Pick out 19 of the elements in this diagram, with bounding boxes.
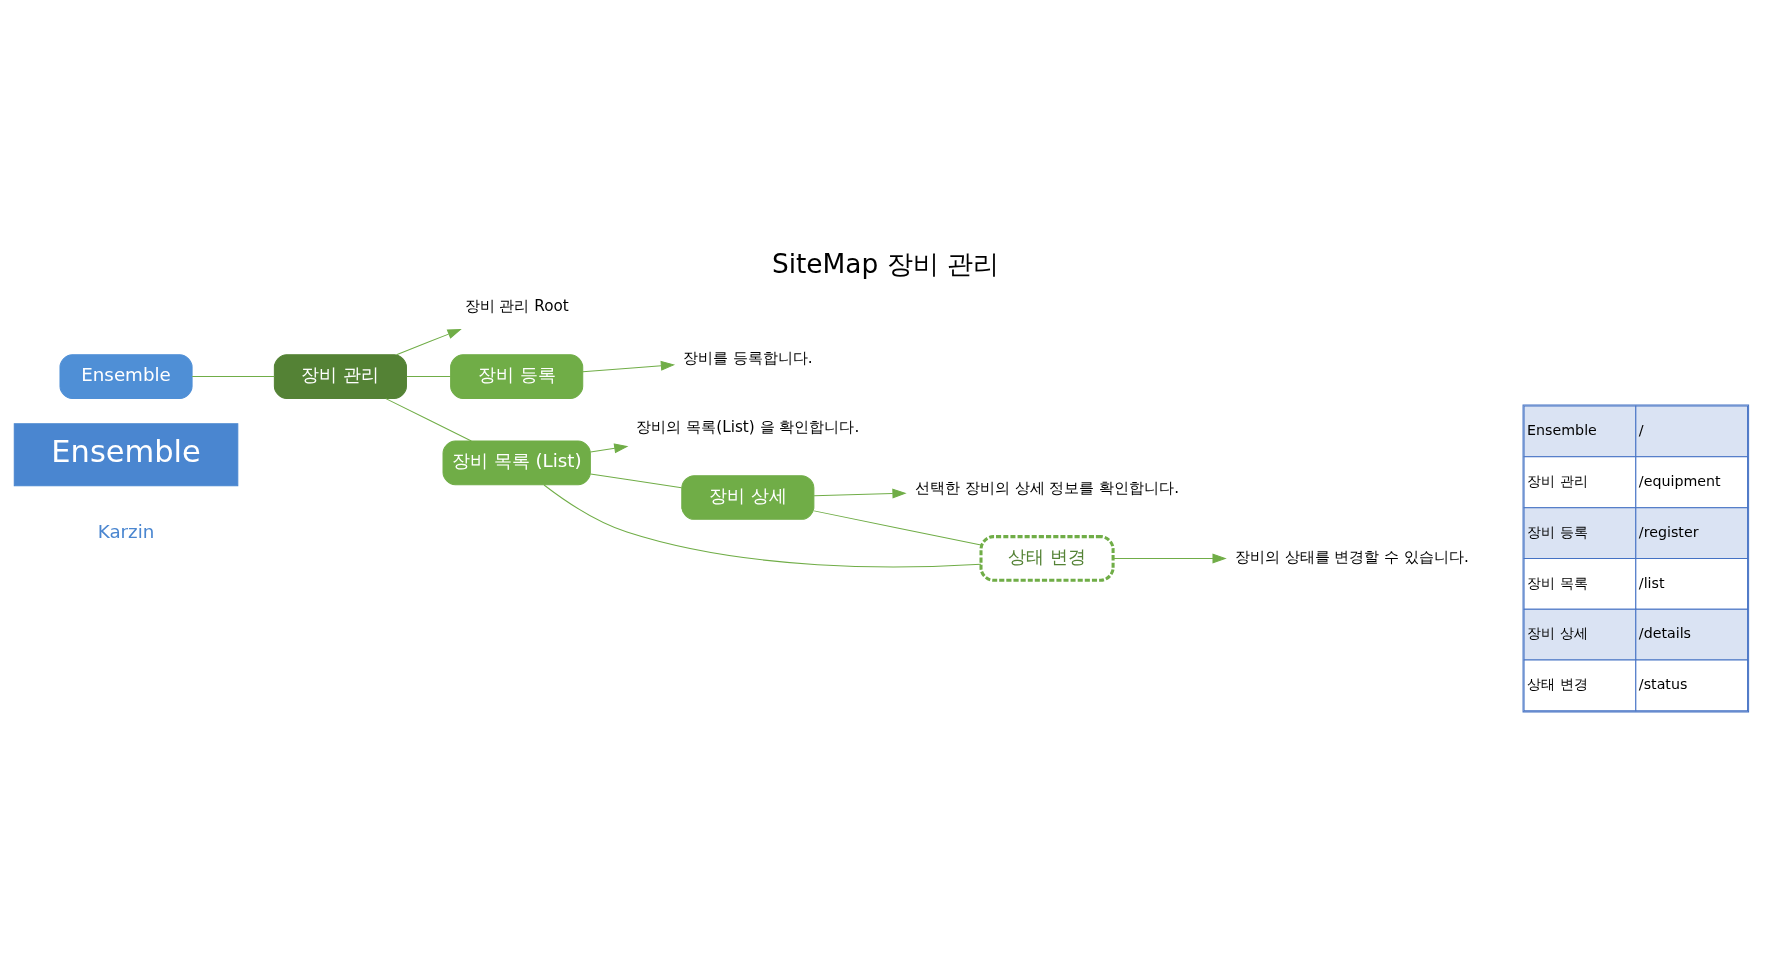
label: /status [1638, 676, 1687, 693]
label: /details [1638, 625, 1691, 642]
label: Ensemble [1526, 422, 1597, 439]
node-text: 선택한 장비의 상세 정보를 확인합니다. [914, 478, 1179, 497]
label: 장비 목록 [1526, 574, 1588, 591]
label: /list [1638, 574, 1665, 591]
node-text: 장비의 목록(List) 을 확인합니다. [635, 417, 859, 436]
label: 장비 관리 [1526, 473, 1588, 490]
label: /equipment [1638, 473, 1721, 490]
label: 장비 상세 [1526, 625, 1588, 642]
node-label: Karzin [97, 520, 154, 542]
label: /register [1638, 523, 1698, 540]
node-text: 장비의 상태를 변경할 수 있습니다. [1234, 548, 1469, 567]
label: 장비 등록 [1526, 523, 1588, 540]
diagram-title: SiteMap 장비 관리 [771, 248, 999, 280]
label: 상태 변경 [1526, 676, 1588, 693]
label: / [1638, 422, 1644, 439]
node-text: 장비를 등록합니다. [682, 348, 813, 367]
node-text: 장비 관리 Root [464, 297, 569, 316]
